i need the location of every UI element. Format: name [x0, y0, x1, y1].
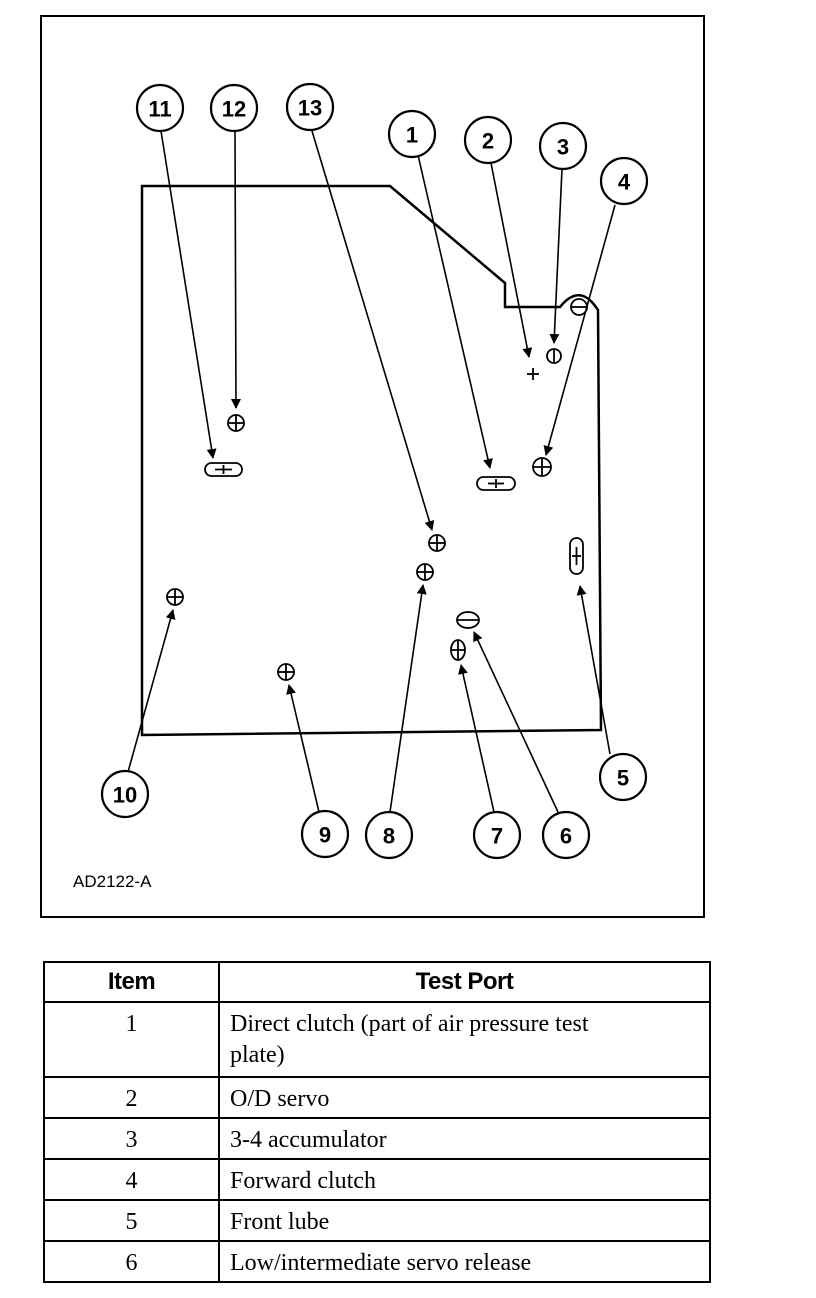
- table-header-row: Item Test Port: [43, 961, 711, 1003]
- callout-8: 8: [383, 824, 395, 849]
- callout-10: 10: [113, 783, 137, 808]
- arrow-3: [549, 168, 563, 344]
- port-symbols: [166, 298, 588, 681]
- port-9-hole: [277, 663, 295, 681]
- callout-numbers: 1 2 3 4 5 6 7 8 9 10 11 12 13: [113, 96, 631, 849]
- port-cell: Forward clutch: [218, 1158, 711, 1201]
- port-cell: Direct clutch (part of air pressure test…: [218, 1001, 711, 1078]
- item-cell: 4: [43, 1158, 220, 1201]
- item-cell: 3: [43, 1117, 220, 1160]
- port-12-hole: [227, 414, 245, 432]
- callout-6-circle: [541, 810, 591, 860]
- callout-12-circle: [209, 83, 259, 133]
- item-cell: 6: [43, 1240, 220, 1283]
- port-cell: 3-4 accumulator: [218, 1117, 711, 1160]
- port-10-hole: [166, 588, 184, 606]
- arrow-7: [458, 664, 495, 813]
- table-row: 1 Direct clutch (part of air pressure te…: [43, 1001, 711, 1078]
- port-1-slot: [476, 476, 516, 491]
- port-cell: Low/intermediate servo release: [218, 1240, 711, 1283]
- table-row: 6 Low/intermediate servo release: [43, 1240, 711, 1283]
- callout-8-circle: [364, 810, 414, 860]
- arrow-8: [389, 584, 427, 813]
- callouts: [100, 82, 649, 860]
- callout-7-circle: [472, 810, 522, 860]
- callout-13: 13: [298, 96, 322, 121]
- header-test-port: Test Port: [218, 961, 711, 1003]
- callout-12: 12: [222, 97, 246, 122]
- arrow-10: [127, 609, 176, 773]
- port-2-mark: [527, 368, 539, 380]
- callout-4: 4: [618, 170, 631, 195]
- port-8-hole: [416, 563, 434, 581]
- callout-1-circle: [387, 109, 437, 159]
- table-row: 4 Forward clutch: [43, 1158, 711, 1201]
- figure-frame: [40, 15, 705, 918]
- callout-2: 2: [482, 129, 494, 154]
- arrow-11: [160, 130, 217, 459]
- arrow-5: [576, 585, 611, 755]
- figure-id-label: AD2122-A: [73, 872, 152, 891]
- callout-11-circle: [135, 83, 185, 133]
- test-port-diagram: 1 2 3 4 5 6 7 8 9 10 11 12 13: [100, 82, 649, 860]
- port-6-hole: [456, 611, 480, 629]
- item-cell: 1: [43, 1001, 220, 1078]
- test-port-table: Item Test Port 1 Direct clutch (part of …: [43, 961, 711, 1283]
- callout-3: 3: [557, 135, 569, 160]
- arrow-9: [286, 684, 320, 813]
- arrow-4: [543, 204, 616, 456]
- arrow-1: [417, 154, 493, 469]
- item-cell: 5: [43, 1199, 220, 1242]
- callout-10-circle: [100, 769, 150, 819]
- callout-2-circle: [463, 115, 513, 165]
- item-cell: 2: [43, 1076, 220, 1119]
- arrow-12: [230, 130, 241, 409]
- leader-arrows: [127, 130, 616, 813]
- table-row: 5 Front lube: [43, 1199, 711, 1242]
- port-4-hole: [532, 457, 552, 477]
- callout-4-circle: [599, 156, 649, 206]
- callout-11: 11: [148, 97, 171, 122]
- port-5-slot: [569, 537, 584, 575]
- callout-3-circle: [538, 121, 588, 171]
- table-row: 3 3-4 accumulator: [43, 1117, 711, 1160]
- port-cell: O/D servo: [218, 1076, 711, 1119]
- arrow-13: [311, 130, 435, 531]
- callout-6: 6: [560, 824, 572, 849]
- callout-1: 1: [406, 123, 418, 148]
- arrow-6: [473, 631, 559, 813]
- table-row: 2 O/D servo: [43, 1076, 711, 1119]
- callout-5-circle: [598, 752, 648, 802]
- callout-9: 9: [319, 823, 331, 848]
- port-3-hole: [546, 348, 562, 364]
- callout-5: 5: [617, 766, 629, 791]
- port-cell: Front lube: [218, 1199, 711, 1242]
- arrow-2: [490, 162, 533, 358]
- port-11-slot: [204, 462, 243, 477]
- case-outline: [140, 184, 603, 737]
- callout-13-circle: [285, 82, 335, 132]
- callout-9-circle: [300, 809, 350, 859]
- port-13-hole: [428, 534, 446, 552]
- header-item: Item: [43, 961, 220, 1003]
- port-7-hole: [450, 639, 466, 661]
- callout-7: 7: [491, 824, 503, 849]
